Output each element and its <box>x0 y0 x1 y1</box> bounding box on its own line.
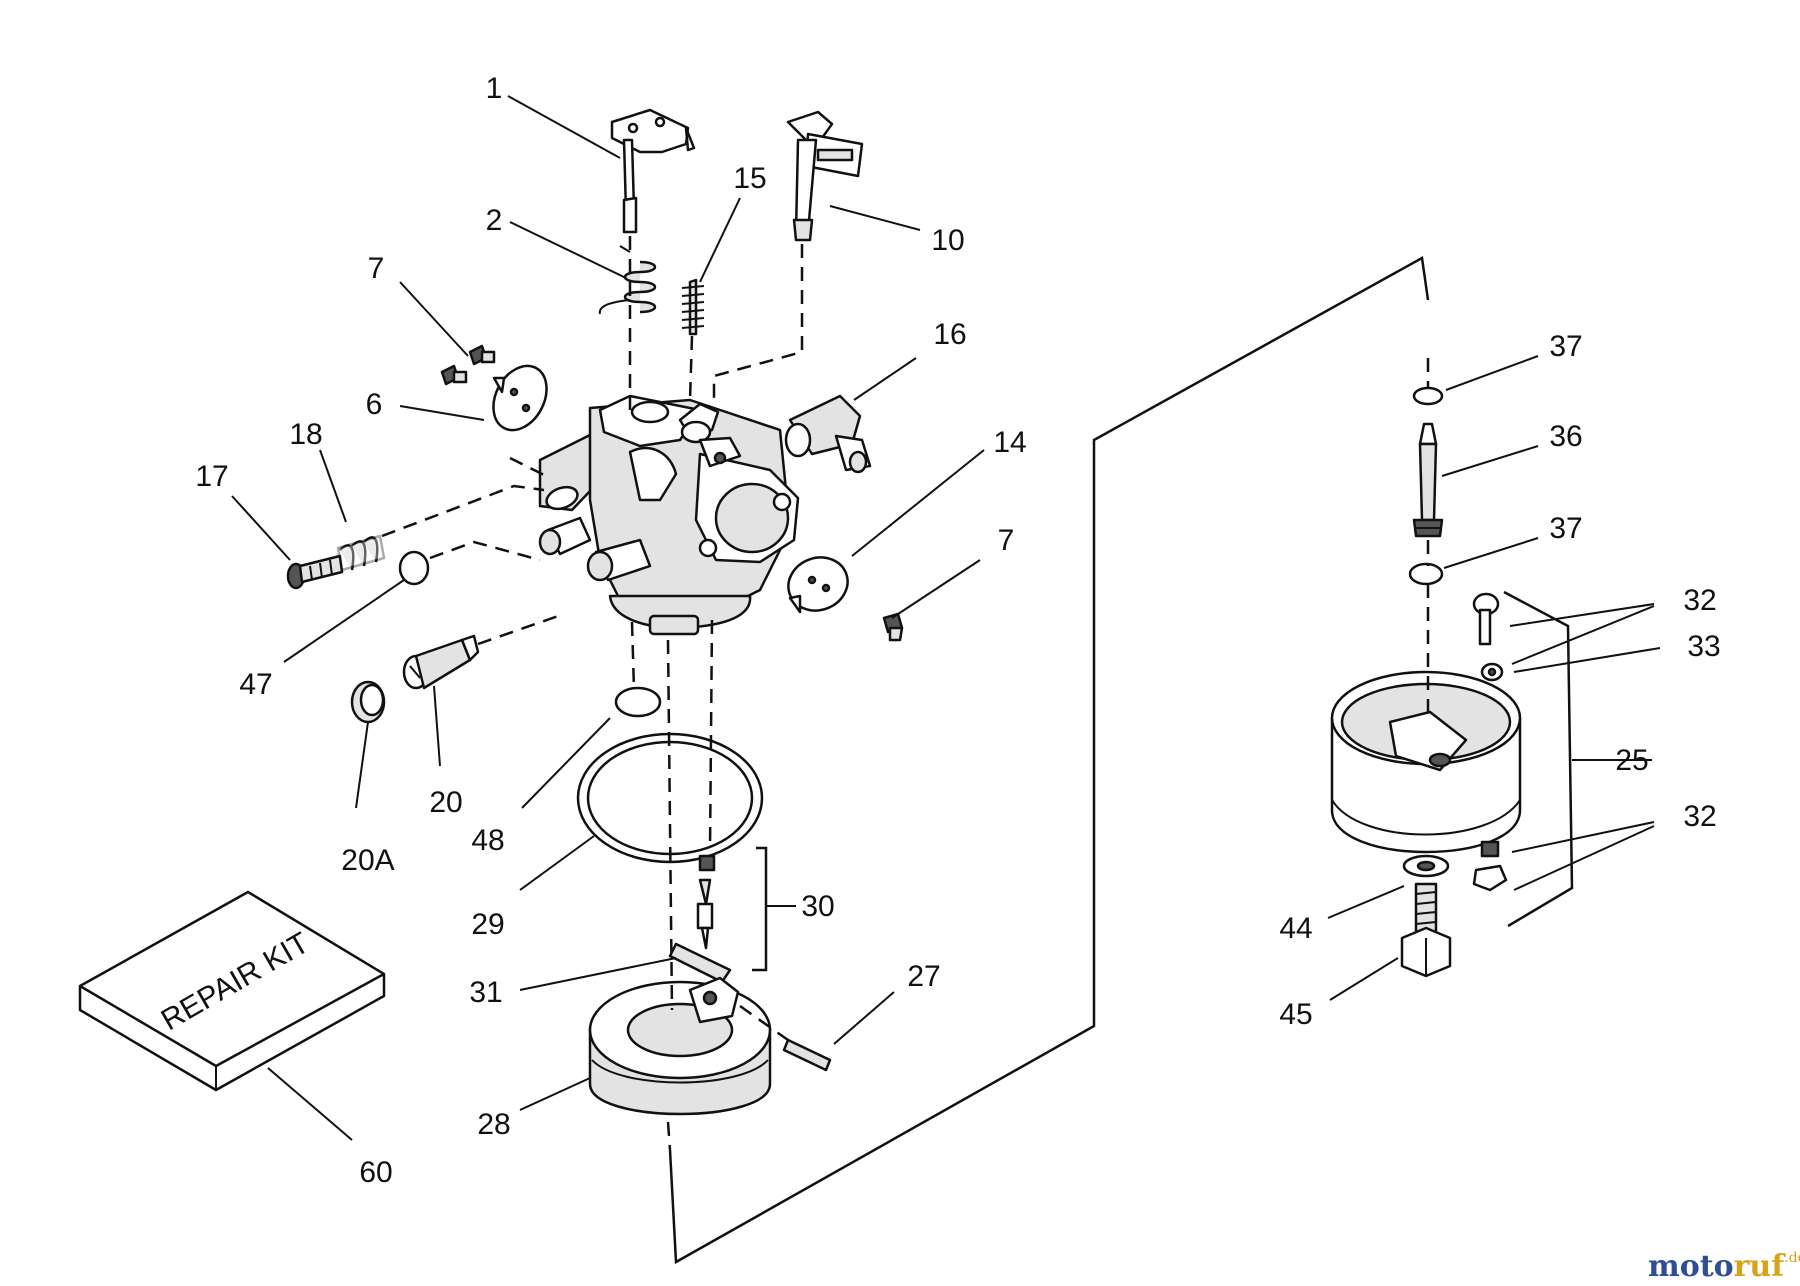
callout-6: 6 <box>366 388 383 421</box>
part-17-idle-screw <box>286 554 344 590</box>
callout-20: 20 <box>429 786 462 819</box>
part-7-screw-right <box>882 612 904 642</box>
callout-45: 45 <box>1279 998 1312 1031</box>
callout-32-top: 32 <box>1683 584 1716 617</box>
callout-14: 14 <box>993 426 1026 459</box>
watermark-ruf: ruf <box>1734 1249 1787 1284</box>
svg-text:motoruf.de: motoruf.de <box>1648 1249 1800 1284</box>
part-1-throttle-lever <box>610 108 696 234</box>
connection-frame <box>668 256 1574 1265</box>
part-20a-cap <box>350 680 386 724</box>
part-30-needle-assembly <box>696 854 716 950</box>
callout-numbers: 1 2 15 10 7 16 6 18 17 14 7 47 20 20A 48… <box>195 72 1720 1189</box>
part-14-throttle-plate <box>787 556 849 614</box>
part-48-washer <box>614 686 662 718</box>
callout-29: 29 <box>471 908 504 941</box>
part-45-jet-nut <box>1400 882 1452 978</box>
part-20-main-jet <box>402 634 480 690</box>
part-47-plug <box>398 550 430 586</box>
callout-15: 15 <box>733 162 766 195</box>
part-25-float-bowl <box>1330 670 1522 854</box>
callout-47: 47 <box>239 668 272 701</box>
callout-20a: 20A <box>341 844 394 877</box>
part-28-float <box>588 976 772 1116</box>
part-60-repair-kit: REPAIR KIT <box>78 890 386 1092</box>
callout-37-top: 37 <box>1549 330 1582 363</box>
callout-32-bottom: 32 <box>1683 800 1716 833</box>
part-16-fuel-inlet <box>784 394 872 474</box>
callout-37-middle: 37 <box>1549 512 1582 545</box>
watermark-suffix: .de <box>1784 1250 1800 1266</box>
part-7-screws-top <box>440 344 496 386</box>
callout-36: 36 <box>1549 420 1582 453</box>
callout-60: 60 <box>359 1156 392 1189</box>
part-18-spring <box>336 534 386 572</box>
part-10-choke-lever <box>786 110 864 242</box>
part-carburetor-body <box>538 394 800 636</box>
callout-25: 25 <box>1615 744 1648 777</box>
callout-28: 28 <box>477 1108 510 1141</box>
callout-27: 27 <box>907 960 940 993</box>
part-37-oring-middle <box>1408 562 1444 586</box>
callout-2: 2 <box>486 204 503 237</box>
watermark-moto: moto <box>1648 1249 1734 1284</box>
callout-30: 30 <box>801 890 834 923</box>
callout-17: 17 <box>195 460 228 493</box>
part-2-spring <box>598 245 657 315</box>
part-29-gasket-ring <box>576 732 764 864</box>
part-15-spring <box>681 278 705 336</box>
part-37-oring-top <box>1412 386 1444 406</box>
callout-18: 18 <box>289 418 322 451</box>
assembly-lines <box>381 236 1430 1151</box>
callout-31: 31 <box>469 976 502 1009</box>
callout-1: 1 <box>486 72 503 105</box>
callout-7-top: 7 <box>368 252 385 285</box>
part-27-pin <box>782 1038 832 1072</box>
part-36-bowl-screw <box>1412 422 1444 538</box>
callout-33: 33 <box>1687 630 1720 663</box>
watermark-logo: motoruf.de <box>1648 1249 1800 1284</box>
part-32-spring-nut <box>1472 840 1508 892</box>
callout-44: 44 <box>1279 912 1312 945</box>
leader-lines <box>231 95 1661 1141</box>
callout-16: 16 <box>933 318 966 351</box>
part-32-pin-top <box>1472 592 1500 646</box>
callout-48: 48 <box>471 824 504 857</box>
part-33-washer <box>1480 662 1504 682</box>
part-6-choke-plate <box>492 364 548 432</box>
callout-10: 10 <box>931 224 964 257</box>
callout-7-right: 7 <box>998 524 1015 557</box>
part-44-washer <box>1402 854 1450 878</box>
part-31-clip <box>668 942 732 984</box>
